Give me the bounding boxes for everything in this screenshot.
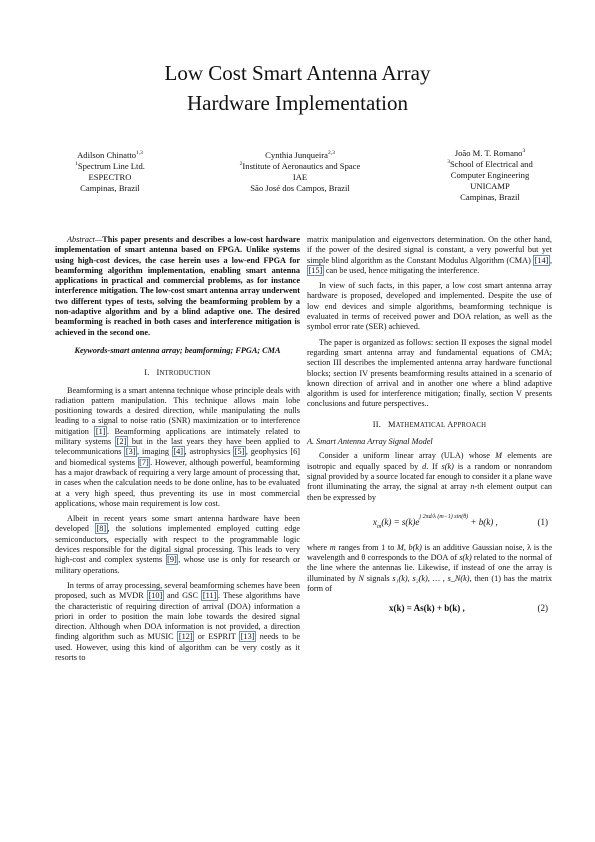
equation-number: (2) xyxy=(537,603,549,614)
citation-link[interactable]: [7] xyxy=(137,456,151,468)
citation-link[interactable]: [3] xyxy=(124,446,137,458)
subsection-heading: A. Smart Antenna Array Signal Model xyxy=(307,437,433,447)
citation-link[interactable]: [4] xyxy=(171,446,185,458)
affiliation-line: IAE xyxy=(292,172,308,182)
keywords: Keywords-smart antenna array; beamformin… xyxy=(74,345,281,355)
affiliation-line: Campinas, Brazil xyxy=(460,192,520,202)
citation-link[interactable]: [12] xyxy=(177,631,195,643)
citation-link[interactable]: [10] xyxy=(146,590,164,602)
paragraph: Beamforming is a smart antenna technique… xyxy=(55,385,301,508)
affiliation-line: UNICAMP xyxy=(470,181,510,191)
section-heading-introduction: I. INTRODUCTION xyxy=(144,368,211,378)
paragraph: matrix manipulation and eigenvectors det… xyxy=(307,235,552,276)
right-column: matrix manipulation and eigenvectors det… xyxy=(307,235,552,626)
citation-link[interactable]: [8] xyxy=(94,523,108,535)
equation-number: (1) xyxy=(537,516,549,527)
left-column: Abstract—This paper presents and describ… xyxy=(55,235,300,668)
paragraph: Albeit in recent years some smart antenn… xyxy=(55,514,301,575)
affiliation-line: Spectrum Line Ltd. xyxy=(77,161,145,171)
equation-1: xm(k) = s(k)ej 2πd/λ (m−1) sin(θ) + b(k)… xyxy=(373,513,549,530)
citation-link[interactable]: [1] xyxy=(94,425,108,437)
author-name: Cynthia Junqueira xyxy=(265,150,328,160)
author-name: João M. T. Romano xyxy=(454,148,523,158)
affiliation-line: Institute of Aeronautics and Space xyxy=(242,161,361,171)
paper-title: Low Cost Smart Antenna Array Hardware Im… xyxy=(0,58,595,118)
author-name: Adilson Chinatto xyxy=(77,150,137,160)
citation-link[interactable]: [9] xyxy=(165,554,179,566)
paragraph: In terms of array processing, several be… xyxy=(55,580,300,662)
section-heading-mathematical-approach: II. MATHEMATICAL APPROACH xyxy=(372,419,487,429)
affiliation-line: Campinas, Brazil xyxy=(80,183,140,193)
paragraph: In view of such facts, in this paper, a … xyxy=(307,281,552,332)
abstract: Abstract—This paper presents and describ… xyxy=(55,235,300,337)
affiliation-line: ESPECTRO xyxy=(88,172,132,182)
paragraph: where m ranges from 1 to M, b(k) is an a… xyxy=(307,542,552,594)
paragraph: The paper is organized as follows: secti… xyxy=(307,337,552,409)
affiliation-line: School of Electrical and xyxy=(449,159,533,169)
affiliation-line: Computer Engineering xyxy=(450,170,530,180)
citation-link[interactable]: [14] xyxy=(533,254,550,266)
author-3: João M. T. Romano3 3School of Electrical… xyxy=(420,148,560,203)
author-2: Cynthia Junqueira2,3 2Institute of Aeron… xyxy=(220,150,380,194)
citation-link[interactable]: [13] xyxy=(239,631,257,643)
citation-link[interactable]: [2] xyxy=(115,436,128,448)
title-line-1: Low Cost Smart Antenna Array xyxy=(164,61,431,85)
title-line-2: Hardware Implementation xyxy=(187,91,408,115)
citation-link[interactable]: [15] xyxy=(307,264,324,276)
citation-link[interactable]: [11] xyxy=(201,590,218,602)
paragraph: Consider a uniform linear array (ULA) wh… xyxy=(307,451,552,502)
equation-2: x(k) = As(k) + b(k) , (2) xyxy=(389,603,549,614)
author-1: Adilson Chinatto1,3 1Spectrum Line Ltd. … xyxy=(40,150,180,194)
affiliation-line: São José dos Campos, Brazil xyxy=(250,183,350,193)
citation-link[interactable]: [5] xyxy=(233,446,246,458)
